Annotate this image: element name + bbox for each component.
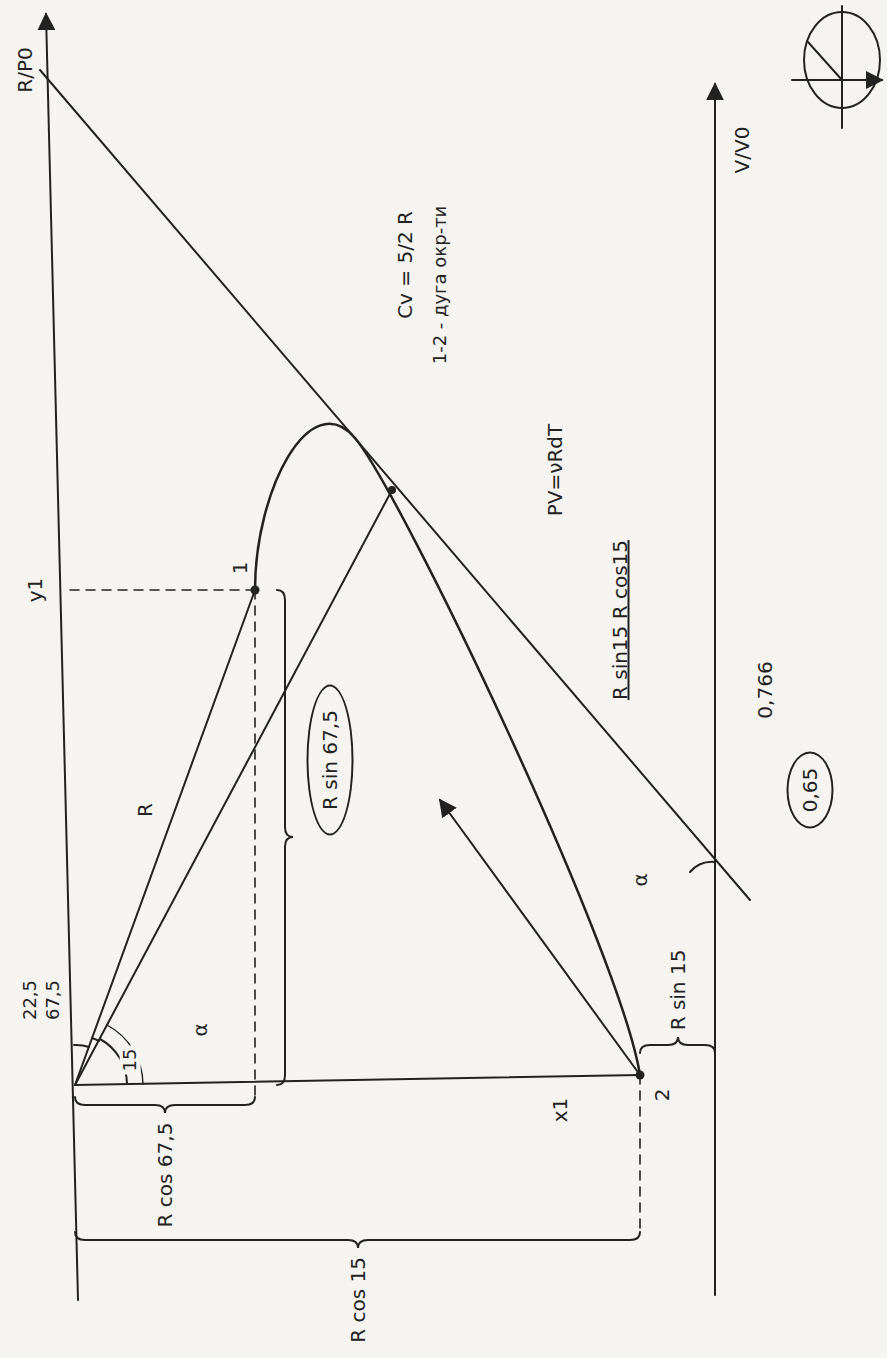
note-text: R sin 67,5 [319,710,342,810]
radius-line [75,1075,640,1085]
sketch-axis [792,79,882,81]
coordinate-label: y1 [24,575,47,606]
sketch-radius [808,42,842,80]
state-point [251,586,260,595]
circled-note: R sin 67,5 [307,685,354,836]
dimension-label: R sin 15 [667,947,690,1034]
state-point [636,1071,645,1080]
coordinate-label: x1 [549,1095,572,1126]
angle-arc [92,1038,99,1041]
note-text: 0,65 [799,768,822,813]
tangent-line [40,70,750,900]
dimension-label: R cos 15 [347,1254,370,1346]
circled-answer: 0,65 [787,752,834,829]
volume-axis [714,84,716,1295]
angle-label: α [189,1020,212,1039]
dimension-brace [277,590,293,1085]
formula-note: Cv = 5/2 R [394,208,417,322]
dimension-brace [75,1232,640,1248]
dimension-label: R cos 67,5 [154,1120,177,1231]
pressure-axis [46,14,78,1300]
angle-arc [107,1025,143,1084]
dimension-brace [640,1037,715,1053]
radius-label: R [134,800,157,820]
radius-line [75,490,392,1085]
angle-value: 67,5 [43,977,64,1023]
axis-label: R/P0 [14,44,37,95]
formula-note: R sin15 R cos15 [609,537,632,703]
angle-value: 22,5 [20,977,41,1023]
angle-arc [74,1045,89,1047]
axis-label: V/V0 [731,124,754,177]
formula-note: PV=νRdT [544,421,567,519]
dimension-brace [75,1097,255,1113]
angle-arc [690,862,715,872]
angle-value: 15 [120,1046,141,1075]
angle-label: α [629,870,652,889]
direction-arrow [440,800,640,1075]
projection-line [66,589,255,591]
numeric-note: 0,766 [754,658,777,721]
process-arc [255,424,640,1075]
projection-line [254,590,256,1100]
projection-line [639,1075,641,1235]
state-point [388,486,396,494]
process-note: 1-2 - дуга окр-ти [430,203,451,368]
sketch-axis [841,6,843,128]
radius-line [75,590,255,1085]
point-label: 2 [651,1086,674,1105]
point-label: 1 [229,559,252,578]
